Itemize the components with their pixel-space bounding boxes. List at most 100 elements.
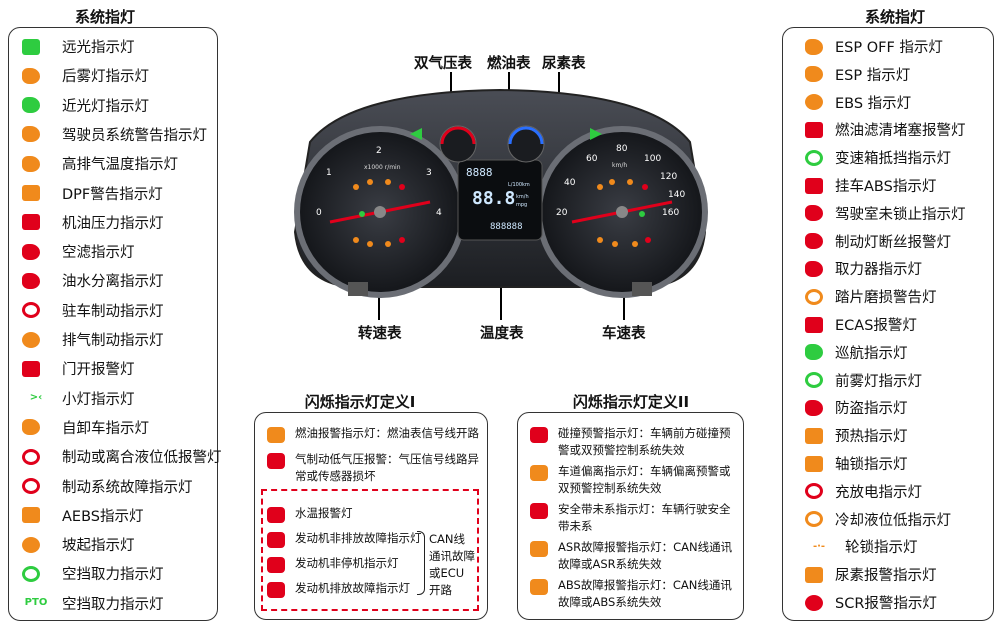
indicator-label: DPF警告指示灯	[62, 186, 163, 203]
indicator-row: 驻车制动指示灯	[9, 296, 217, 325]
indicator-row: ESP OFF 指示灯	[783, 32, 993, 61]
hill-start-icon	[22, 536, 40, 553]
axle-lock-icon	[805, 455, 823, 472]
lcd-top-readout: 8888	[466, 166, 493, 179]
indicator-label: 自卸车指示灯	[62, 420, 149, 437]
indicator-row: 挂车ABS指示灯	[783, 171, 993, 200]
indicator-label: 轮锁指示灯	[845, 540, 918, 557]
indicator-row: 远光指示灯	[9, 32, 217, 61]
tach-tick-1: 1	[326, 168, 332, 178]
instrument-cluster: x1000 r/min 0 1 2 3 4 20 40 60 80 100 12…	[290, 82, 710, 304]
lane-departure-icon	[530, 465, 548, 481]
can-fault-group	[261, 489, 479, 611]
brake-fluid-icon	[22, 448, 40, 465]
dpf-icon	[22, 185, 40, 201]
flash-indicator-text: 发动机非停机指示灯	[295, 556, 399, 570]
flash-indicator-text: 发动机排放故障指示灯	[295, 581, 410, 595]
indicator-label: 巡航指示灯	[835, 345, 908, 362]
indicator-label: 排气制动指示灯	[62, 333, 164, 349]
indicator-row: 后雾灯指示灯	[9, 61, 217, 90]
air-filter-icon	[22, 243, 40, 260]
indicator-row: ECAS报警灯	[783, 310, 993, 339]
indicator-row: 取力器指示灯	[783, 254, 993, 283]
flash-indicator-text: 车道偏离指示灯：车辆偏离预警或双预警控制系统失效	[558, 464, 731, 495]
indicator-row: 近光灯指示灯	[9, 91, 217, 120]
flash-indicator-text: 水温报警灯	[295, 506, 353, 520]
flash-indicator-text: ABS故障报警指示灯：CAN线通讯故障或ABS系统失效	[558, 578, 732, 609]
indicator-row: ESP 指示灯	[783, 60, 993, 89]
exhaust-brake-icon	[22, 331, 40, 348]
tachometer-label: 转速表	[358, 326, 402, 342]
preheat-icon	[805, 427, 823, 444]
flash-indicator-text: 气制动低气压报警：气压信号线路异常或传感器损坏	[295, 452, 479, 483]
lcd-unit-mpg: mpg	[516, 202, 528, 208]
dump-truck-icon	[22, 419, 40, 436]
indicator-row: 排气制动指示灯	[9, 325, 217, 354]
indicator-label: 尿素报警指示灯	[835, 568, 937, 585]
indicator-label: 空挡取力指示灯	[62, 567, 164, 584]
lcd-odometer: 888888	[490, 222, 523, 232]
speedometer-label: 车速表	[602, 326, 646, 342]
temperature-gauge-label: 温度表	[480, 326, 524, 342]
engine-stop-icon	[267, 557, 285, 573]
tach-tick-3: 3	[426, 168, 432, 178]
emission-fault-icon	[267, 582, 285, 598]
indicator-row: 燃油滤清堵塞报警灯	[783, 115, 993, 144]
indicator-label: ECAS报警灯	[835, 318, 917, 334]
flash-indicator-text: ASR故障报警指示灯：CAN线通讯故障或ASR系统失效	[558, 540, 733, 571]
indicator-row: 前雾灯指示灯	[783, 366, 993, 395]
flash2-title: 闪烁指示灯定义II	[572, 393, 690, 411]
indicator-label: 轴锁指示灯	[835, 457, 908, 473]
high-beam-icon	[22, 38, 40, 55]
indicator-label: SCR报警指示灯	[835, 596, 937, 612]
indicator-label: 近光灯指示灯	[62, 98, 149, 115]
indicator-label: 驾驶室未锁止指示灯	[835, 206, 966, 223]
indicator-label: 小灯指示灯	[62, 391, 135, 408]
low-air-pressure-icon	[267, 453, 285, 469]
anti-theft-icon	[805, 399, 823, 416]
trailer-abs-icon	[805, 177, 823, 194]
low-beam-icon	[22, 97, 40, 114]
indicator-row: 空滤指示灯	[9, 237, 217, 266]
urea-gauge-label: 尿素表	[542, 56, 586, 72]
speed-tick-60: 60	[586, 154, 598, 164]
indicator-label: 远光指示灯	[62, 40, 135, 56]
exhaust-temp-icon	[22, 155, 40, 172]
esp-off-icon	[805, 38, 823, 55]
indicator-label: ESP 指示灯	[835, 67, 911, 84]
cruise-icon	[805, 344, 823, 361]
indicator-row: 轴锁指示灯	[783, 449, 993, 478]
front-fog-icon	[805, 372, 823, 389]
urea-icon	[805, 566, 823, 583]
speed-tick-140: 140	[668, 190, 686, 200]
indicator-row: EBS 指示灯	[783, 88, 993, 117]
indicator-row: 驾驶员系统警告指示灯	[9, 120, 217, 149]
indicator-row: 自卸车指示灯	[9, 413, 217, 442]
lcd-unit-speed: km/h	[516, 194, 529, 200]
indicator-label: 变速箱抵挡指示灯	[835, 151, 951, 168]
indicator-row: 充放电指示灯	[783, 477, 993, 506]
indicator-row: 空挡取力指示灯	[9, 559, 217, 588]
indicator-label: 冷却液位低指示灯	[835, 512, 951, 529]
indicator-label: 踏片磨损警告灯	[835, 290, 937, 307]
indicator-row: DPF警告指示灯	[9, 179, 217, 208]
lcd-unit-fuel-economy: L/100km	[508, 182, 530, 188]
pto-device-icon	[805, 260, 823, 277]
brake-fault-icon	[22, 478, 40, 494]
flash-indicator-text: 燃油报警指示灯：燃油表信号线开路	[295, 426, 479, 440]
coolant-level-icon	[805, 511, 823, 528]
air-pressure-gauge-label: 双气压表	[414, 56, 472, 72]
water-separator-icon	[22, 272, 40, 289]
esp-icon	[805, 66, 823, 83]
indicator-row: SCR报警指示灯	[783, 588, 993, 617]
pto-gear-icon	[22, 565, 40, 582]
indicator-label: 预热指示灯	[835, 429, 908, 446]
door-open-icon	[22, 360, 40, 377]
brake-pad-icon	[805, 288, 823, 305]
can-fault-note: CAN线通讯故障或ECU开路	[429, 532, 475, 597]
oil-pressure-icon	[22, 214, 40, 231]
indicator-label: ESP OFF 指示灯	[835, 40, 943, 56]
flash-indicator-text: 安全带未系指示灯：车辆行驶安全带未系	[558, 502, 731, 533]
